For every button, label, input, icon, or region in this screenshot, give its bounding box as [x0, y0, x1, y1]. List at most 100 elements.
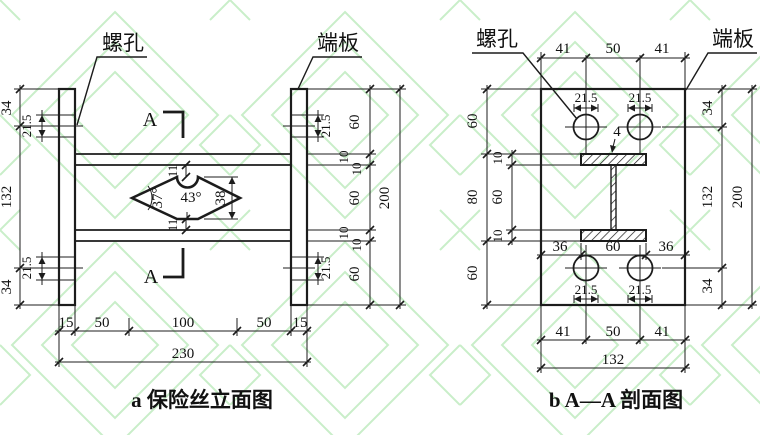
dim-fuse-height: 38	[213, 191, 229, 206]
dim-bot-100: 100	[172, 315, 195, 331]
dim-bot-50-right: 50	[257, 315, 272, 331]
fig-a-right-hole-arrows	[314, 115, 322, 280]
dim-flange-36-right: 36	[659, 239, 675, 255]
dim-b-hole-top-left: 21.5	[575, 90, 598, 105]
dim-right-10-1a: 10	[336, 151, 351, 164]
ibeam-web	[610, 164, 617, 231]
fig-a-beam-rails	[75, 153, 291, 242]
fig-b-screw-hole-leader	[472, 52, 578, 120]
dim-bot-15-right: 15	[293, 315, 308, 331]
fig-a-screw-hole-leader	[76, 56, 147, 126]
fig-a-end-plate-leader	[297, 56, 362, 90]
fig-a-right-ext-lines	[307, 88, 406, 306]
dim-hole-bot-left: 21.5	[19, 257, 34, 280]
dim-right-10-1b: 10	[349, 163, 364, 176]
figure-a-elevation: 11 11 38 37° 43° A A 螺孔 端板 34 132 34 21.…	[0, 31, 406, 412]
dim-b-right-132: 132	[700, 186, 716, 209]
dim-bot-15-left: 15	[59, 315, 74, 331]
dim-top-41-left: 41	[556, 41, 571, 57]
dim-b-hole-bot-right: 21.5	[629, 282, 652, 297]
fig-b-top-hole-arrows	[574, 104, 652, 112]
fig-a-caption: a 保险丝立面图	[131, 388, 273, 412]
dim-gap-top: 11	[165, 165, 180, 178]
dim-top-41-right: 41	[655, 41, 670, 57]
fig-a-right-total-ticks	[395, 84, 405, 310]
dim-b-bot-41-left: 41	[556, 324, 571, 340]
dim-b-bot-41-right: 41	[655, 324, 670, 340]
fuse-element	[128, 174, 243, 221]
dim-left-132: 132	[0, 186, 15, 209]
fig-b-bottom-chain-ticks	[536, 335, 690, 345]
fig-a-bolt-hole-lines	[51, 114, 315, 281]
dim-b-left-60-top: 60	[465, 114, 481, 129]
dim-left-34-bot: 34	[0, 279, 15, 295]
fig-b-bolt-hole-top-left	[572, 113, 600, 141]
fig-a-left-ext-lines	[14, 88, 59, 306]
dim-right-10-2b: 10	[349, 239, 364, 252]
fig-b-bolt-hole-top-right	[626, 113, 654, 141]
dim-right-60-top: 60	[347, 115, 363, 130]
dim-angle-mid: 43°	[181, 190, 202, 206]
dim-right-10-2a: 10	[336, 227, 351, 240]
dim-top-50: 50	[606, 41, 621, 57]
fig-a-left-end-plate	[57, 87, 77, 307]
dim-bot-50-left: 50	[95, 315, 110, 331]
dim-b-left-80: 80	[465, 190, 481, 205]
fig-b-caption: b A—A 剖面图	[549, 388, 683, 412]
fig-b-left-outer-ticks	[482, 84, 492, 310]
fig-b-top-chain-ticks	[536, 53, 690, 63]
fig-a-left-ticks	[15, 84, 25, 310]
dim-b-right-34-top: 34	[700, 100, 716, 116]
fig-a-right-end-plate	[289, 87, 309, 307]
dim-hole-top-right: 21.5	[318, 115, 333, 138]
fig-b-bottom-total-ticks	[536, 363, 690, 373]
dim-right-60-mid: 60	[347, 191, 363, 206]
dim-hole-bot-right: 21.5	[318, 257, 333, 280]
fig-b-end-plate	[539, 87, 687, 307]
fig-a-bottom-chain-ticks	[54, 326, 312, 336]
fig-b-right-outer-ticks	[747, 84, 757, 310]
dim-b-web-60: 60	[490, 190, 506, 205]
fuse-gap-ticks	[181, 160, 191, 235]
section-mark-top	[163, 110, 185, 138]
dim-b-flange-10-bot: 10	[490, 230, 505, 243]
fig-b-end-plate-label: 端板	[712, 27, 754, 51]
dim-gap-bottom: 11	[165, 219, 180, 232]
dim-left-34-top: 34	[0, 100, 15, 116]
dim-b-right-34-bot: 34	[700, 278, 716, 294]
fig-a-left-hole-arrows	[38, 115, 46, 280]
dim-right-200: 200	[377, 187, 393, 210]
fig-a-right-chain-ticks	[365, 84, 375, 310]
fig-a-bottom-total-ticks	[54, 357, 312, 367]
dim-angle-left: 37°	[150, 188, 166, 209]
dim-flange-36-left: 36	[553, 239, 569, 255]
dim-b-flange-10-top: 10	[490, 152, 505, 165]
dim-flange-60: 60	[606, 239, 621, 255]
dim-b-bot-50: 50	[606, 324, 621, 340]
fig-b-flange-ext-lines	[580, 243, 647, 260]
figure-b-section: 4 螺孔 端板 41 50 41 21.5 21.5 21.5 21.5 60 …	[465, 27, 757, 412]
dim-b-hole-bot-left: 21.5	[575, 282, 598, 297]
dim-web-4: 4	[613, 124, 621, 140]
fig-b-screw-hole-label: 螺孔	[476, 27, 518, 51]
fuse-angle-arc	[147, 185, 153, 211]
fig-b-left-inner-ticks	[507, 149, 517, 246]
fig-a-bottom-ext-lines	[58, 305, 308, 367]
dim-bot-230: 230	[172, 346, 195, 362]
fig-b-flange-chain-ticks	[536, 250, 690, 260]
dim-right-60-bot: 60	[347, 267, 363, 282]
fig-b-left-ext-lines	[481, 88, 581, 306]
section-letter-bottom: A	[144, 266, 159, 288]
dim-b-left-60-bot: 60	[465, 266, 481, 281]
fig-b-hole-centerlines	[565, 55, 661, 344]
dim-b-hole-top-right: 21.5	[629, 90, 652, 105]
fig-b-bot-hole-arrows	[574, 295, 652, 303]
dim-b-right-200: 200	[730, 186, 746, 209]
ibeam-top-flange	[580, 153, 647, 166]
dim-hole-top-left: 21.5	[19, 115, 34, 138]
dim-b-bot-132: 132	[602, 352, 625, 368]
web-leader-arrow	[610, 145, 616, 153]
fig-a-end-plate-label: 端板	[317, 31, 359, 55]
